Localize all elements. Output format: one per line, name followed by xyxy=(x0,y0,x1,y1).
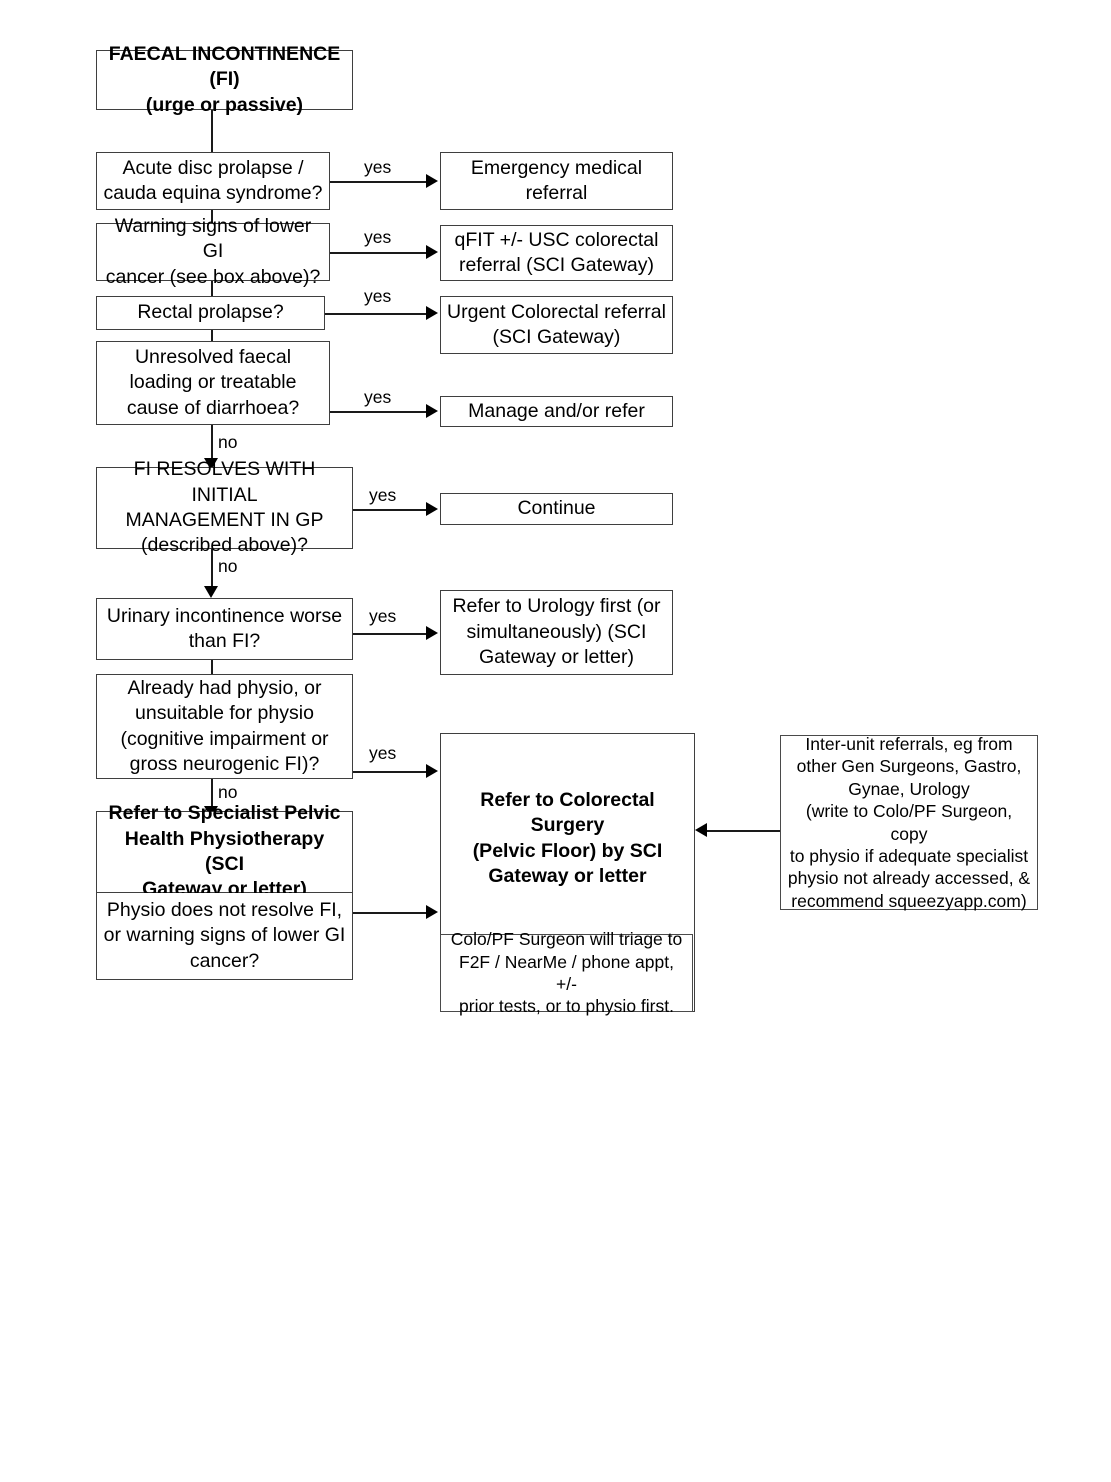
node-outcome-manage-refer[interactable]: Manage and/or refer xyxy=(440,396,673,427)
edge-label-no-loading: no xyxy=(218,432,238,452)
edge-label-yes-warning: yes xyxy=(364,227,392,247)
note-inter-unit-referrals: Inter-unit referrals, eg from other Gen … xyxy=(780,734,1038,911)
connector-rectal-to-loading xyxy=(211,330,213,341)
node-question-physio-fails[interactable]: Physio does not resolve FI, or warning s… xyxy=(96,893,353,980)
node-outcome-urgent-colorectal[interactable]: Urgent Colorectal referral (SCI Gateway) xyxy=(440,296,673,354)
connector-interunit-to-colorectal xyxy=(707,830,782,832)
edge-label-yes-rectal: yes xyxy=(364,286,392,306)
arrowhead-urinary-to-urology xyxy=(426,626,438,640)
arrowhead-physiofail-to-colorectal xyxy=(426,905,438,919)
arrowhead-interunit-to-colorectal xyxy=(695,823,707,837)
edge-label-yes-physio: yes xyxy=(369,743,397,763)
note-colopf-triage: Colo/PF Surgeon will triage to F2F / Nea… xyxy=(440,929,693,1016)
node-question-fi-resolves[interactable]: FI RESOLVES WITH INITIAL MANAGEMENT IN G… xyxy=(96,458,353,556)
connector-loading-to-resolves xyxy=(211,425,213,461)
arrowhead-cauda-to-emergency xyxy=(426,174,438,188)
node-question-cauda-equina[interactable]: Acute disc prolapse / cauda equina syndr… xyxy=(96,152,330,210)
node-outcome-urology-referral[interactable]: Refer to Urology first (or simultaneousl… xyxy=(440,590,673,675)
node-question-warning-signs[interactable]: Warning signs of lower GI cancer (see bo… xyxy=(96,215,330,288)
edge-label-yes-resolves: yes xyxy=(369,485,397,505)
node-question-already-had-physio[interactable]: Already had physio, or unsuitable for ph… xyxy=(96,674,353,779)
connector-physiofail-to-colorectal xyxy=(353,912,428,914)
connector-start-to-cauda xyxy=(211,110,213,152)
arrowhead-loading-to-manage xyxy=(426,404,438,418)
node-question-faecal-loading[interactable]: Unresolved faecal loading or treatable c… xyxy=(96,341,330,425)
node-outcome-continue[interactable]: Continue xyxy=(440,493,673,525)
node-physio-stack: Refer to Specialist Pelvic Health Physio… xyxy=(96,802,353,980)
node-question-urinary-incontinence[interactable]: Urinary incontinence worse than FI? xyxy=(96,598,353,660)
node-question-rectal-prolapse[interactable]: Rectal prolapse? xyxy=(96,296,325,330)
arrowhead-physio-to-colorectal xyxy=(426,764,438,778)
edge-label-yes-loading: yes xyxy=(364,387,392,407)
connector-cauda-to-warning xyxy=(211,210,213,223)
edge-label-no-resolves: no xyxy=(218,556,238,576)
connector-loading-to-manage xyxy=(330,411,428,413)
node-outcome-qfit-referral[interactable]: qFIT +/- USC colorectal referral (SCI Ga… xyxy=(440,225,673,281)
connector-warning-to-rectal xyxy=(211,281,213,296)
arrowhead-rectal-to-urgent xyxy=(426,306,438,320)
arrowhead-resolves-to-urinary xyxy=(204,586,218,598)
node-outcome-specialist-physio[interactable]: Refer to Specialist Pelvic Health Physio… xyxy=(96,802,353,900)
node-outcome-emergency-referral[interactable]: Emergency medical referral xyxy=(440,152,673,210)
connector-physio-to-refer xyxy=(211,779,213,811)
edge-label-yes-urinary: yes xyxy=(369,606,397,626)
arrowhead-warning-to-qfit xyxy=(426,245,438,259)
connector-rectal-to-urgent xyxy=(325,313,428,315)
node-start[interactable]: FAECAL INCONTINENCE (FI) (urge or passiv… xyxy=(96,43,353,116)
connector-urinary-to-urology xyxy=(353,633,428,635)
connector-resolves-to-continue xyxy=(353,509,428,511)
connector-cauda-to-emergency xyxy=(330,181,428,183)
edge-label-yes-cauda: yes xyxy=(364,157,392,177)
connector-warning-to-qfit xyxy=(330,252,428,254)
connector-physio-to-colorectal xyxy=(353,771,428,773)
connector-urinary-to-physio xyxy=(211,660,213,674)
connector-resolves-to-urinary xyxy=(211,549,213,590)
arrowhead-resolves-to-continue xyxy=(426,502,438,516)
edge-label-no-physio: no xyxy=(218,782,238,802)
